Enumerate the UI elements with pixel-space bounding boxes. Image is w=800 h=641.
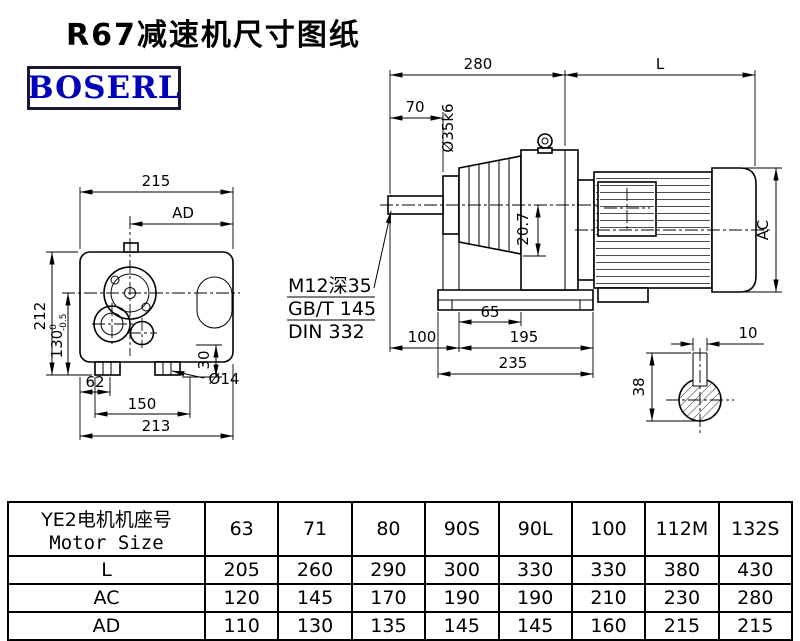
table-row-L: L 205 260 290 300 330 330 380 430	[7, 555, 794, 585]
dim-value-cell: 300	[424, 555, 500, 585]
brand-logo-text: BOSERL	[27, 69, 181, 106]
input-bore-circle	[129, 320, 155, 346]
note-gb-standard: GB/T 145	[288, 298, 376, 320]
dim-value-cell: 190	[497, 583, 573, 613]
dim-150-label: 150	[128, 395, 157, 413]
gearbox-housing-front	[79, 251, 234, 363]
dim-value-cell: 210	[570, 583, 647, 613]
size-header-cell: 132S	[717, 501, 794, 557]
dim-62-label: 62	[85, 373, 104, 391]
dim-value-cell: 160	[570, 611, 647, 641]
dim-value-cell: 230	[644, 583, 720, 613]
front-view	[62, 216, 240, 376]
dim-value-cell: 380	[644, 555, 720, 585]
dim-l-label: L	[656, 55, 665, 73]
size-header-cell: 90S	[424, 501, 500, 557]
dim-100-label: 100	[408, 328, 437, 346]
dim-195-label: 195	[510, 328, 539, 346]
eyebolt-base	[537, 147, 553, 154]
dim-value-cell: 135	[350, 611, 427, 641]
bolt-hole-circle	[110, 275, 120, 285]
dim-value-cell: 205	[203, 555, 280, 585]
dim-value-cell: 215	[717, 611, 794, 641]
dim-keyway-width-label: 10	[738, 324, 757, 342]
size-header-cell: 112M	[644, 501, 720, 557]
dim-130-label: 1300-0.5	[48, 314, 69, 359]
table-header-row: YE2电机机座号 Motor Size 63 71 80 90S 90L 100…	[7, 501, 794, 557]
dim-value-cell: 145	[277, 583, 353, 613]
bolt-hole-circle	[141, 302, 151, 312]
dim-value-cell: 330	[570, 555, 647, 585]
note-din-standard: DIN 332	[288, 321, 365, 343]
side-flange-boss	[196, 276, 233, 329]
dim-value-cell: 290	[350, 555, 427, 585]
dim-value-cell: 190	[424, 583, 500, 613]
dim-value-cell: 280	[717, 583, 794, 613]
dim-215-label: 215	[142, 172, 171, 190]
dim-value-cell: 130	[277, 611, 353, 641]
row-label-cell: AC	[7, 583, 206, 613]
dim-value-cell: 260	[277, 555, 353, 585]
dim-235-label: 235	[499, 354, 528, 372]
size-header-cell: 71	[277, 501, 353, 557]
dim-value-cell: 145	[424, 611, 500, 641]
size-header-cell: 80	[350, 501, 427, 557]
eyebolt-ring	[537, 133, 553, 149]
dim-ac-label: AC	[754, 220, 772, 240]
intermediate-bore-circle	[93, 305, 131, 343]
dim-38-label: 38	[630, 377, 648, 396]
side-view	[380, 133, 772, 311]
dim-70-label: 70	[405, 98, 424, 116]
page-title: R67减速机尺寸图纸	[66, 18, 361, 53]
shaft-section-view: 10 38	[630, 324, 764, 434]
dim-value-cell: 120	[203, 583, 280, 613]
dim-30-label: 30	[195, 350, 213, 369]
side-view-dimensions: 280 L 70 Ø35k6 AC 20.7 M12深35 GB/T 145 D…	[287, 55, 782, 378]
front-view-dimensions: 215 AD 212 1300-0.5 30 Ø14 62	[31, 172, 239, 440]
mounting-foot-right	[154, 361, 181, 376]
motor-size-header-cell: YE2电机机座号 Motor Size	[7, 501, 206, 557]
size-header-cell: 100	[570, 501, 647, 557]
size-header-cell: 63	[203, 501, 280, 557]
motor-size-table: YE2电机机座号 Motor Size 63 71 80 90S 90L 100…	[7, 501, 794, 641]
dim-value-cell: 145	[497, 611, 573, 641]
dim-foot-hole-label: Ø14	[209, 370, 240, 388]
gearbox-dimension-drawing: 215 AD 212 1300-0.5 30 Ø14 62	[31, 55, 782, 440]
dim-212-label: 212	[31, 302, 49, 331]
dim-value-cell: 110	[203, 611, 280, 641]
dim-65-label: 65	[480, 303, 499, 321]
motor-foot	[597, 287, 649, 303]
dim-ad-label: AD	[172, 204, 194, 222]
size-header-cell: 90L	[497, 501, 573, 557]
dim-213-label: 213	[142, 417, 171, 435]
row-label-cell: AD	[7, 611, 206, 641]
header-label-en: Motor Size	[49, 531, 164, 554]
dim-value-cell: 430	[717, 555, 794, 585]
table-row-AC: AC 120 145 170 190 190 210 230 280	[7, 583, 794, 613]
dim-value-cell: 170	[350, 583, 427, 613]
dim-value-cell: 215	[644, 611, 720, 641]
lifting-lug-front	[123, 242, 139, 253]
row-label-cell: L	[7, 555, 206, 585]
dim-value-cell: 330	[497, 555, 573, 585]
dim-shaft-dia-label: Ø35k6	[439, 103, 457, 152]
dim-280-label: 280	[464, 55, 493, 73]
mounting-foot-left	[94, 361, 121, 376]
brand-logo-box: BOSERL	[27, 66, 181, 110]
header-label-cn: YE2电机机座号	[41, 508, 172, 531]
note-tapped-hole: M12深35	[288, 275, 372, 297]
table-row-AD: AD 110 130 135 145 145 160 215 215	[7, 611, 794, 641]
dim-20-7-label: 20.7	[514, 212, 532, 245]
